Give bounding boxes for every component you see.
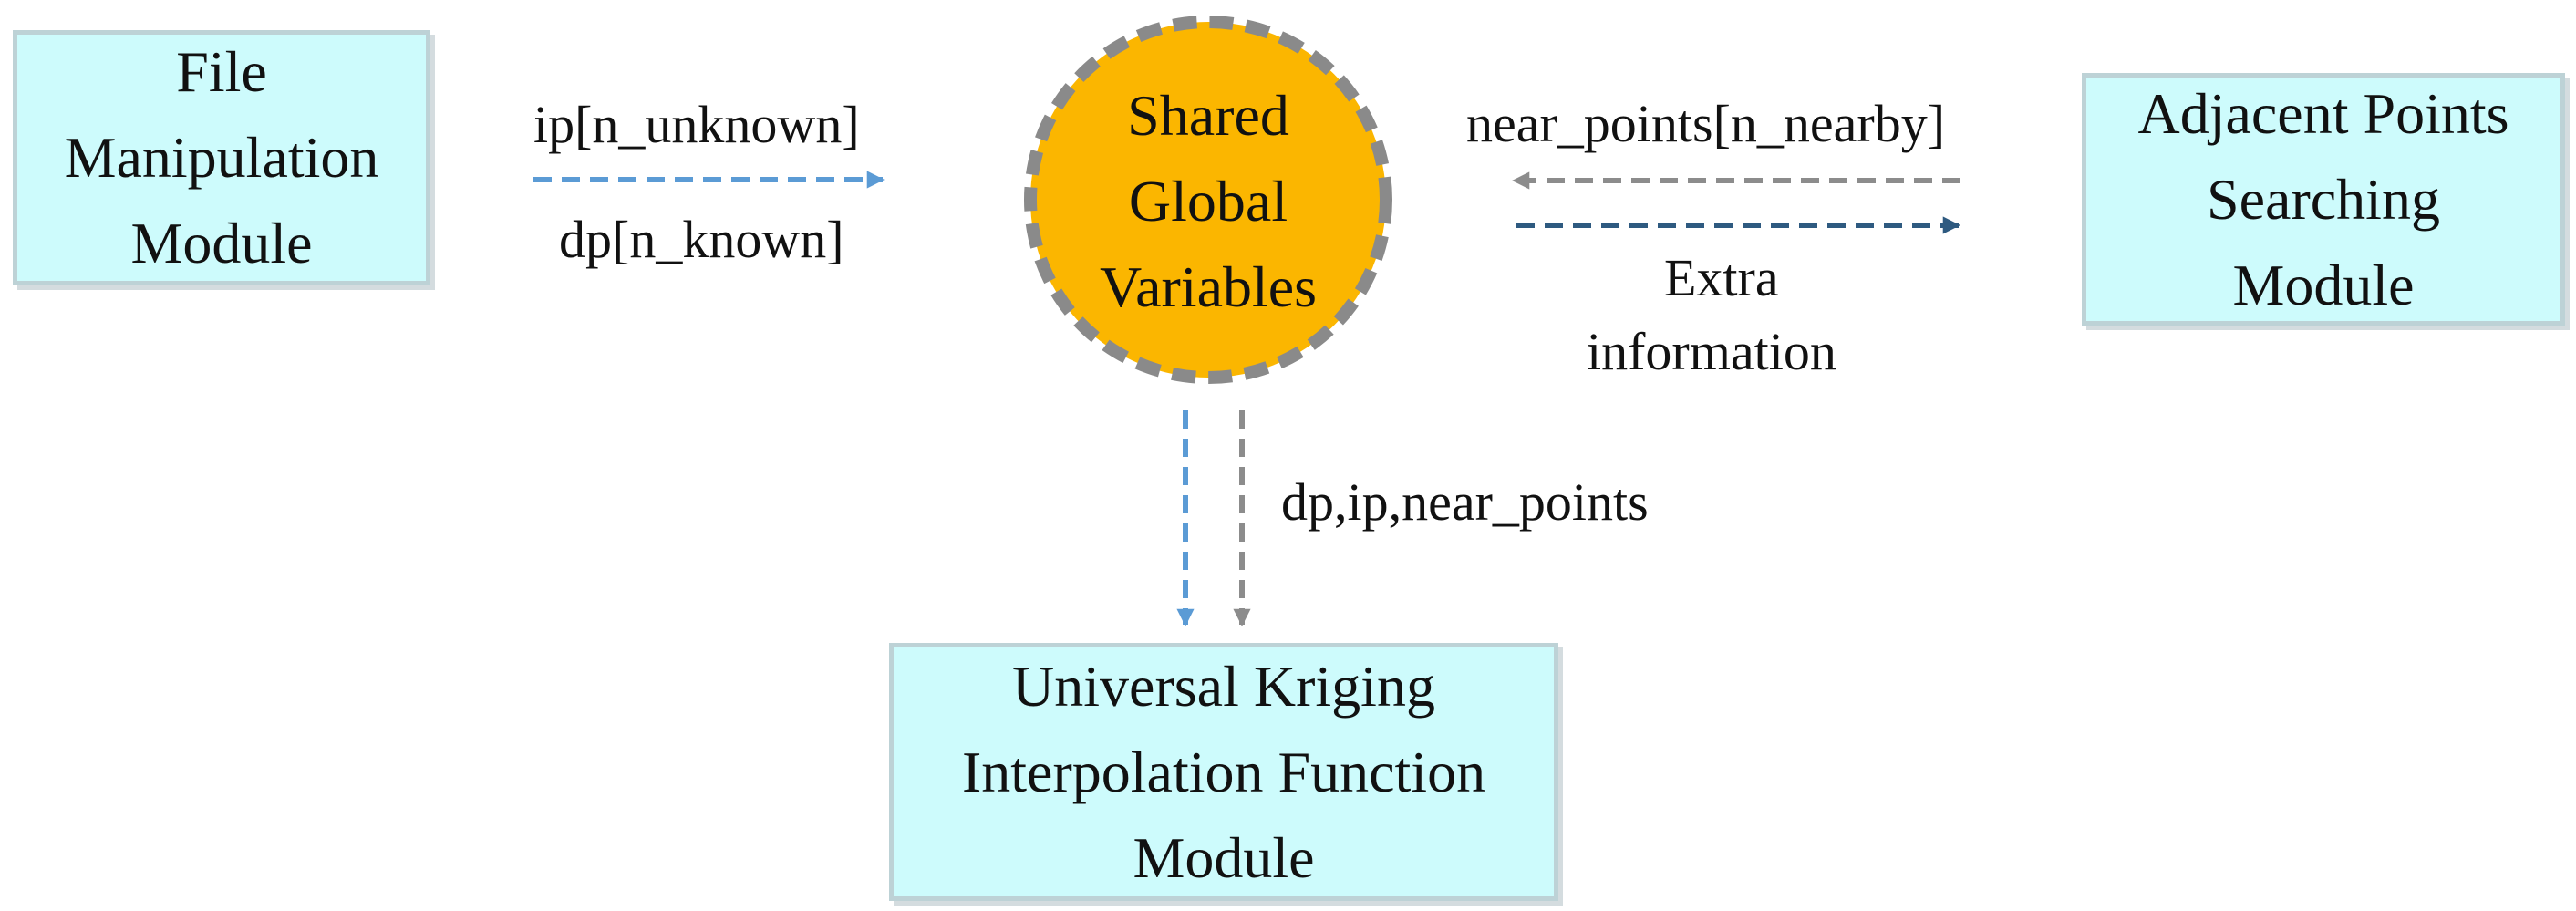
kriging-module-box: Universal Kriging Interpolation Function… [889,643,1558,901]
shared-line-1: Shared [1127,83,1289,148]
shared-globals-circle [1024,16,1392,384]
label-information: information [1587,322,1836,381]
adjacent-module-line-3: Module [2232,252,2415,317]
shared-line-3: Variables [1099,254,1318,319]
file-manipulation-module-box: File Manipulation Module [13,30,430,285]
file-module-line-3: Module [130,211,313,275]
shared-globals-label: Shared Global Variables [1026,73,1391,330]
adjacent-module-line-1: Adjacent Points [2137,80,2509,146]
label-dp-ip-near-points: dp,ip,near_points [1281,472,1649,532]
kriging-module-line-1: Universal Kriging [1012,653,1435,719]
label-near-points-n-nearby: near_points[n_nearby] [1466,94,1946,153]
kriging-module-line-2: Interpolation Function [961,739,1486,804]
label-ip-n-unknown: ip[n_unknown] [533,95,860,154]
label-extra: Extra [1664,248,1779,307]
file-module-line-2: Manipulation [64,125,379,190]
adjacent-module-line-2: Searching [2207,166,2440,232]
label-dp-n-known: dp[n_known] [559,210,844,269]
file-module-line-1: File [176,39,267,104]
kriging-module-line-3: Module [1133,824,1315,890]
shared-line-2: Global [1128,169,1288,233]
adjacent-points-module-box: Adjacent Points Searching Module [2082,73,2565,326]
